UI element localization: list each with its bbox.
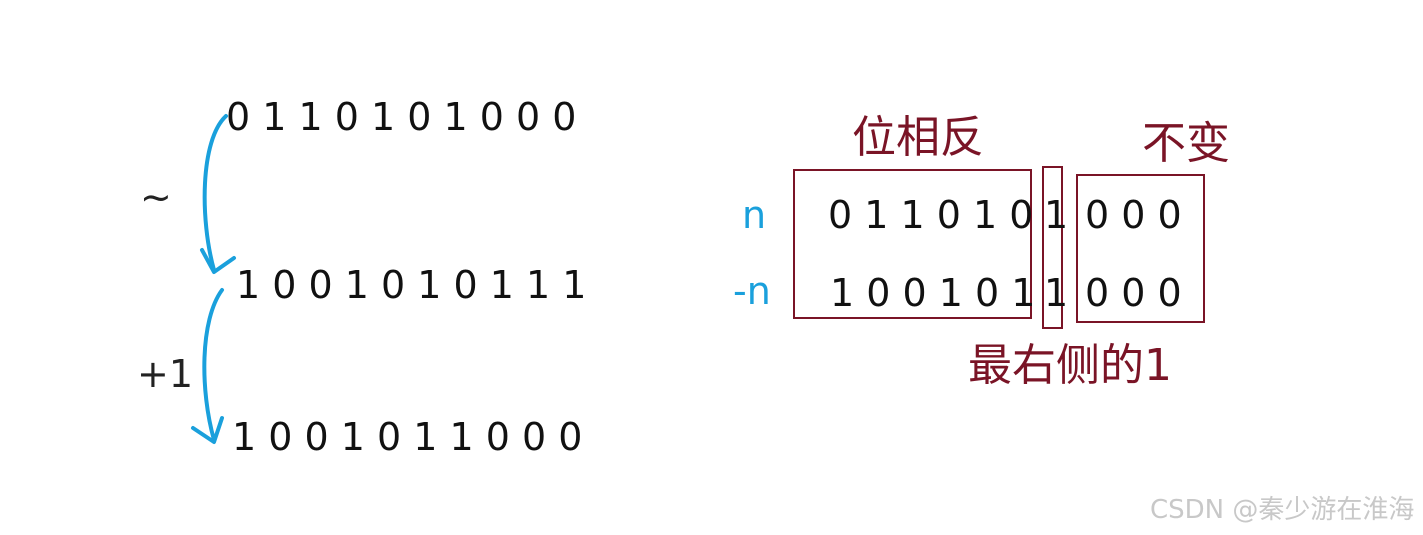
n-rightmost-one: 1 (1044, 193, 1069, 237)
op-plus-one: +1 (137, 352, 194, 396)
label-rightmost-one: 最右侧的1 (968, 340, 1172, 391)
row-label-n: n (742, 193, 767, 237)
watermark: CSDN @秦少游在淮海 (1150, 495, 1415, 525)
box-rightmost-one (1042, 166, 1063, 329)
row-label-neg-n: -n (733, 269, 771, 313)
arrow-plus-one (202, 288, 224, 442)
n-unchanged-part: 0 0 0 (1085, 193, 1182, 237)
left-row-inverted: 1 0 0 1 0 1 0 1 1 1 (236, 263, 587, 307)
arrow-plus-one-head (191, 416, 224, 444)
op-not: ~ (140, 175, 172, 219)
box-inverted-bits (793, 169, 1032, 319)
left-row-result: 1 0 0 1 0 1 1 0 0 0 (232, 415, 583, 459)
box-unchanged-bits (1076, 174, 1205, 323)
label-unchanged: 不变 (1142, 118, 1230, 169)
left-row-original: 0 1 1 0 1 0 1 0 0 0 (226, 95, 577, 139)
n-inverted-part: 0 1 1 0 1 0 (828, 193, 1034, 237)
label-inverted: 位相反 (852, 112, 984, 163)
arrow-not-head (200, 248, 236, 274)
neg-n-rightmost-one: 1 (1044, 271, 1069, 315)
neg-n-unchanged-part: 0 0 0 (1085, 271, 1182, 315)
neg-n-inverted-part: 1 0 0 1 0 1 (830, 271, 1036, 315)
arrow-not (202, 114, 228, 272)
